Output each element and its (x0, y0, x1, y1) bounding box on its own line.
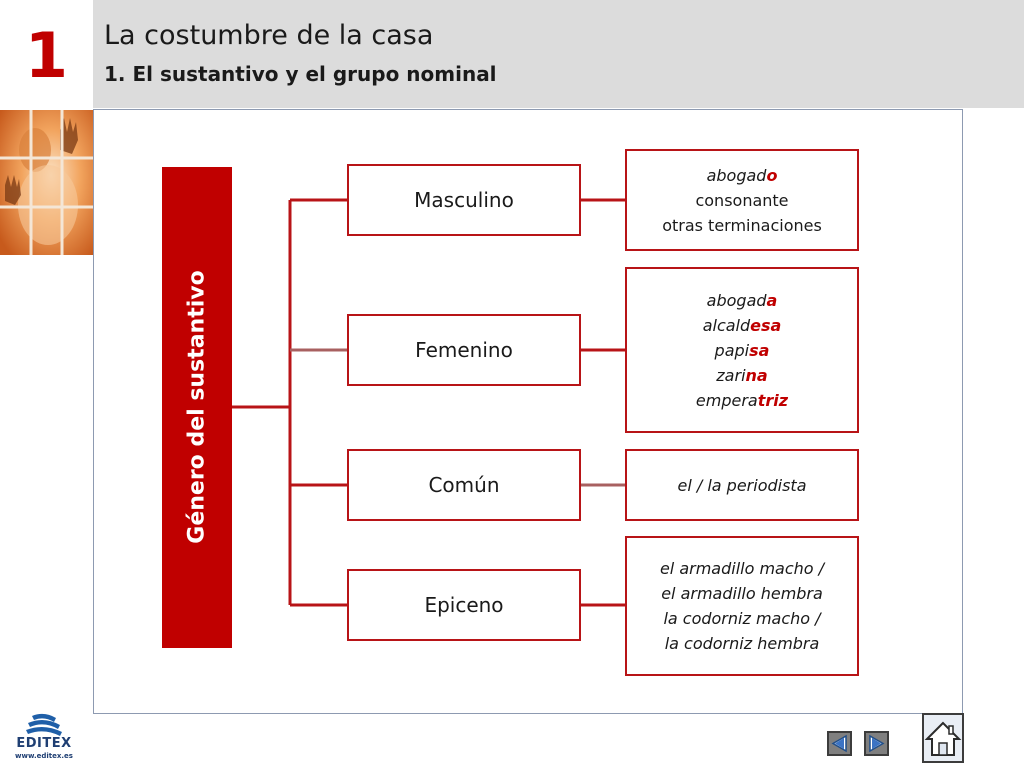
example-item: el armadillo macho / (659, 559, 825, 578)
page-title: La costumbre de la casa (104, 20, 434, 51)
examples-masculino: abogado consonante otras terminaciones (625, 149, 859, 251)
examples-epiceno: el armadillo macho / el armadillo hembra… (625, 536, 859, 676)
category-label: Femenino (415, 338, 513, 362)
decorative-photo (0, 110, 93, 255)
example-item: la codorniz macho / (663, 609, 821, 628)
next-button[interactable] (864, 731, 889, 756)
root-node (162, 167, 232, 648)
example-item: el armadillo hembra (661, 584, 823, 603)
example-item: la codorniz hembra (664, 634, 820, 653)
unit-number: 1 (24, 18, 69, 92)
category-comun: Común (347, 449, 581, 521)
header-bar (93, 0, 1024, 108)
editex-logo-url: www.editex.es (15, 752, 73, 760)
example-item: consonante (695, 190, 789, 210)
category-label: Común (428, 473, 500, 497)
example-item: otras terminaciones (662, 215, 822, 235)
editex-logo-text: EDITEX (16, 736, 72, 751)
example-item: papisa (714, 340, 770, 360)
example-item: abogada (706, 290, 778, 310)
examples-femenino: abogada alcaldesa papisa zarina emperatr… (625, 267, 859, 433)
example-item: alcaldesa (702, 315, 782, 335)
example-item: emperatriz (695, 390, 789, 410)
category-label: Masculino (414, 188, 514, 212)
example-item: zarina (716, 365, 768, 385)
prev-button[interactable] (827, 731, 852, 756)
examples-comun: el / la periodista (625, 449, 859, 521)
page-subtitle: 1. El sustantivo y el grupo nominal (104, 62, 497, 86)
root-node-label: Género del sustantivo (184, 270, 210, 544)
editex-logo: EDITEX www.editex.es (10, 712, 78, 764)
category-masculino: Masculino (347, 164, 581, 236)
category-femenino: Femenino (347, 314, 581, 386)
home-button[interactable] (922, 713, 964, 763)
category-epiceno: Epiceno (347, 569, 581, 641)
example-item: el / la periodista (677, 475, 807, 495)
prev-arrow-icon (831, 734, 847, 753)
home-icon (924, 721, 962, 756)
next-arrow-icon (869, 734, 885, 753)
category-label: Epiceno (424, 593, 504, 617)
example-item: abogado (706, 165, 778, 185)
